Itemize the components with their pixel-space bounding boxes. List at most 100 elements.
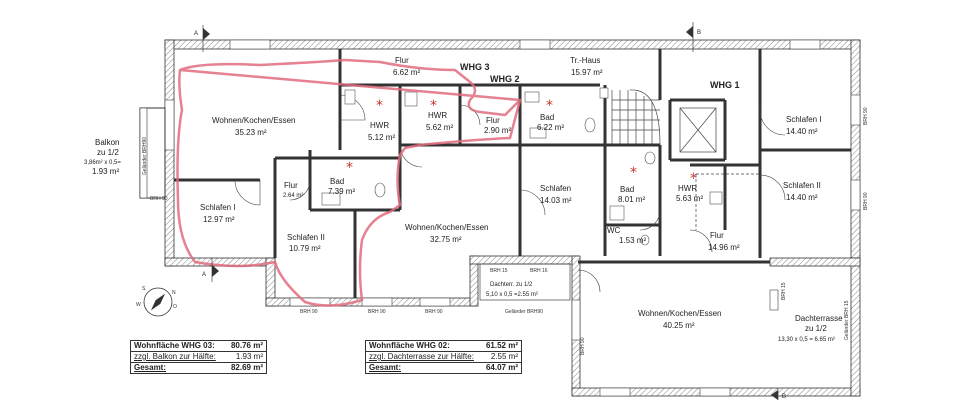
brh-labels: BRH 90 BRH 90 BRH 90 BRH 90 BRH 90 BRH 9… [150, 107, 869, 355]
marker-stars: * * * * * * [346, 98, 697, 187]
dachterr-large-railing: Geländer BRH 15 [844, 300, 850, 340]
compass-s: S [142, 286, 146, 292]
room-area-flur-whg2: 2.90 m² [484, 126, 511, 135]
section-a-bottom: A [202, 272, 206, 278]
balkon-line1: Balkon [95, 138, 119, 147]
svg-text:*: * [690, 171, 697, 187]
table-row: Wohnfläche WHG 03: 80.76 m² [131, 341, 266, 352]
room-name-wohnen-whg3: Wohnen/Kochen/Essen [212, 116, 295, 125]
svg-text:*: * [430, 98, 437, 114]
dachterr-small-railing: Geländer BRH90 [505, 309, 543, 315]
table-row: Wohnfläche WHG 02: 61.52 m² [366, 341, 521, 352]
room-area-schlafen1-left: 12.97 m² [203, 215, 235, 224]
table-row: Gesamt: 64.07 m² [369, 363, 518, 372]
room-name-bad-whg2: Bad [540, 113, 554, 122]
dachterr-small-brh-left: BRH 15 [490, 268, 508, 274]
balcony-label: Balkon zu 1/2 3,86m² x 0,5= 1.93 m² Gelä… [84, 137, 148, 176]
room-area-hwr-whg3: 5.12 m² [368, 133, 395, 142]
room-area-tr-haus: 15.97 m² [571, 68, 603, 77]
table-row: zzgl. Balkon zur Hälfte: 1.93 m² [131, 352, 266, 363]
room-name-hwr-whg2: HWR [428, 111, 447, 120]
area-table-whg3: Wohnfläche WHG 03: 80.76 m² zzgl. Balkon… [130, 340, 267, 374]
dachterr-small-brh-right: BRH 16 [530, 268, 548, 274]
room-name-flur-small: Flur [284, 181, 298, 190]
section-b-bottom: B [782, 394, 786, 400]
table-row: Gesamt: 82.69 m² [134, 363, 263, 372]
room-name-bad-whg1: Bad [620, 185, 634, 194]
room-name-flur-whg2: Flur [486, 116, 500, 125]
compass-w: W [136, 302, 141, 308]
room-area-wc: 1.53 m² [619, 236, 646, 245]
compass-n: N [172, 290, 176, 296]
room-name-wc: WC [607, 226, 621, 235]
room-name-flur-top: Flur [395, 56, 409, 65]
dachterr-large-brh: BRH 15 [781, 282, 787, 300]
brh-right-1: BRH 90 [863, 107, 869, 125]
windows [164, 39, 861, 397]
dachterr-large-line3: 13,30 x 0,5 = 6.65 m² [778, 337, 835, 343]
balcony [139, 107, 166, 199]
balkon-railing: Geländer BRH90 [142, 137, 148, 175]
unit-whg1: WHG 1 [710, 80, 740, 90]
room-name-hwr-whg3: HWR [370, 121, 389, 130]
dachterr-large-line1: Dachterrasse [795, 314, 843, 323]
table-row: zzgl. Dachterrasse zur Hälfte: 2.55 m² [366, 352, 521, 363]
room-name-bad-whg3: Bad [330, 177, 344, 186]
room-area-schlafen2-left: 10.79 m² [289, 244, 321, 253]
room-area-bad-whg3: 7.39 m² [328, 187, 355, 196]
staircase [611, 89, 717, 153]
section-markers: A A B B [194, 22, 786, 400]
compass-rose: N S O W [136, 286, 177, 317]
room-name-schlafen1-left: Schlafen I [200, 203, 236, 212]
brh-right-3: BRH 90 [580, 337, 586, 355]
room-area-schlafen1-right: 14.40 m² [786, 127, 818, 136]
balkon-line4: 1.93 m² [92, 167, 119, 176]
balkon-line2: zu 1/2 [97, 148, 119, 157]
brh-bottom-4: BRH 90 [150, 196, 168, 202]
sanitary-fixtures [321, 87, 723, 246]
compass-o: O [173, 304, 177, 310]
room-area-flur-whg1: 14.96 m² [708, 243, 740, 252]
svg-text:*: * [546, 98, 553, 114]
room-name-flur-whg1: Flur [710, 231, 724, 240]
room-area-hwr-whg2: 5.62 m² [426, 123, 453, 132]
room-name-schlafen2-right: Schlafen II [783, 181, 821, 190]
room-name-wohnen-whg2: Wohnen/Kochen/Essen [405, 223, 488, 232]
svg-text:*: * [376, 98, 383, 114]
brh-bottom-3: BRH 90 [425, 309, 443, 315]
room-area-wohnen-whg1: 40.25 m² [663, 321, 695, 330]
room-name-wohnen-whg1: Wohnen/Kochen/Essen [638, 309, 721, 318]
section-b-top: B [697, 30, 701, 36]
unit-whg2: WHG 2 [490, 74, 520, 84]
room-name-schlafen2-left: Schlafen II [287, 233, 325, 242]
dachterr-small-line2: 5,10 x 0,5 =2.55 m² [486, 292, 538, 298]
room-name-hwr-whg1: HWR [678, 184, 697, 193]
room-area-wohnen-whg3: 35.23 m² [235, 128, 267, 137]
room-name-tr-haus: Tr.-Haus [570, 56, 600, 65]
room-name-schlafen-whg2: Schlafen [540, 184, 571, 193]
svg-text:*: * [630, 165, 637, 181]
room-name-schlafen1-right: Schlafen I [786, 115, 822, 124]
room-area-flur-top: 6.62 m² [393, 68, 420, 77]
dachterr-large-line2: zu 1/2 [805, 324, 827, 333]
room-area-wohnen-whg2: 32.75 m² [430, 235, 462, 244]
room-area-bad-whg2: 6.22 m² [537, 123, 564, 132]
room-labels: Flur 6.62 m² Tr.-Haus 15.97 m² Wohnen/Ko… [200, 56, 822, 330]
room-area-bad-whg1: 8.01 m² [618, 195, 645, 204]
roof-terrace-small: BRH 15 BRH 16 Dachterr. zu 1/2 5,10 x 0,… [479, 263, 571, 315]
balkon-line3: 3,86m² x 0,5= [84, 160, 121, 166]
interior-walls [174, 49, 851, 298]
area-table-whg2: Wohnfläche WHG 02: 61.52 m² zzgl. Dachte… [365, 340, 522, 374]
whg3-outline [176, 58, 522, 307]
room-area-hwr-whg1: 5.63 m² [676, 194, 703, 203]
brh-right-2: BRH 90 [863, 192, 869, 210]
section-a-top: A [194, 31, 198, 37]
brh-bottom-2: BRH 90 [368, 309, 386, 315]
dachterr-small-line1: Dachterr. zu 1/2 [490, 282, 533, 288]
room-area-schlafen2-right: 14.40 m² [786, 193, 818, 202]
room-area-schlafen-whg2: 14.03 m² [540, 196, 572, 205]
unit-whg3: WHG 3 [460, 62, 490, 72]
room-area-flur-small: 2.64 m² [283, 193, 303, 199]
svg-text:*: * [346, 160, 353, 176]
